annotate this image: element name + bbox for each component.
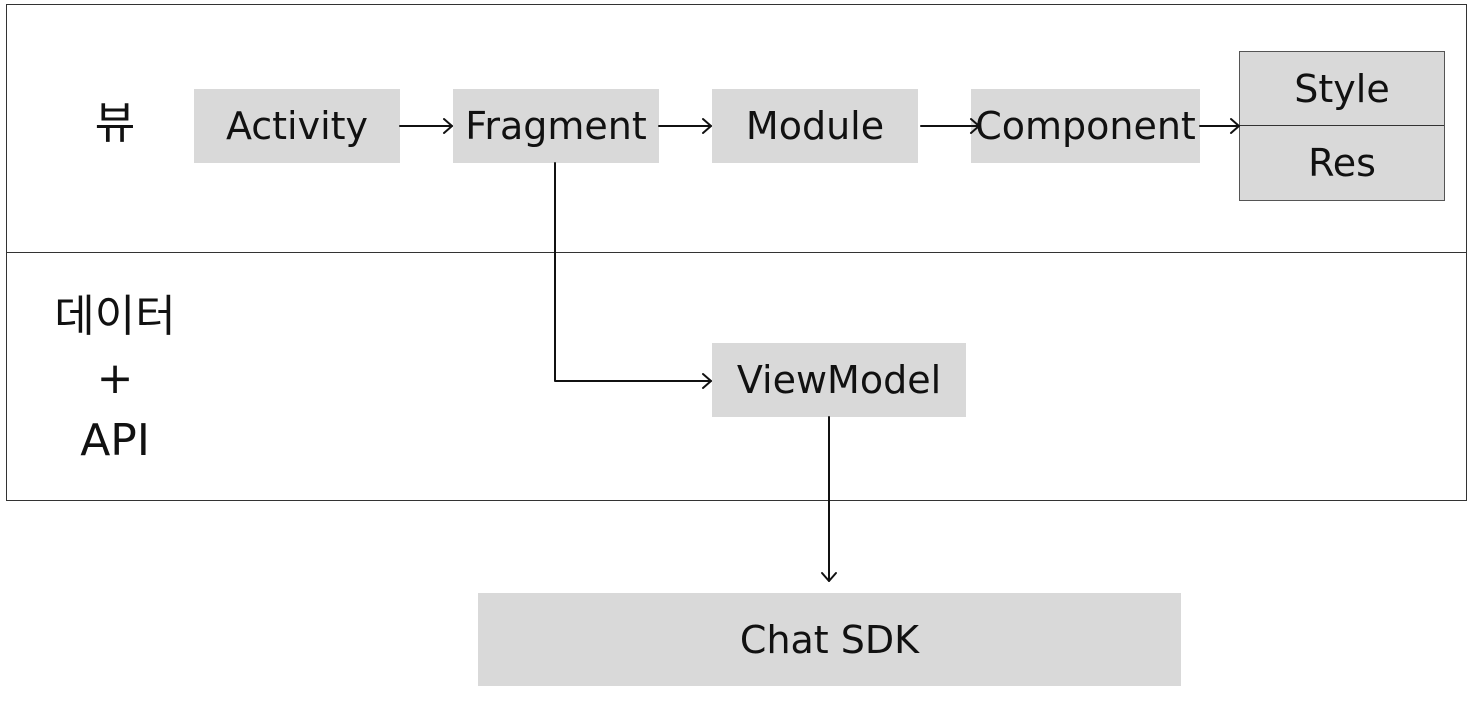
viewmodel-node-label: ViewModel (736, 358, 942, 402)
view-layer-label: 뷰 (94, 98, 136, 149)
fragment-node-label: Fragment (465, 104, 647, 148)
activity-node: Activity (194, 89, 400, 163)
component-node-label: Component (975, 104, 1196, 148)
chat-sdk-node-label: Chat SDK (739, 617, 920, 662)
style-node-label: Style (1294, 67, 1390, 111)
res-node-label: Res (1308, 141, 1376, 185)
style-res-node: Style Res (1239, 51, 1445, 201)
chat-sdk-node: Chat SDK (478, 593, 1181, 686)
activity-node-label: Activity (225, 104, 369, 148)
module-node-label: Module (745, 104, 885, 148)
data-layer-label: 데이터 + API (54, 291, 176, 466)
module-node: Module (712, 89, 918, 163)
fragment-node: Fragment (453, 89, 659, 163)
style-res-divider (1240, 125, 1444, 126)
component-node: Component (971, 89, 1200, 163)
viewmodel-node: ViewModel (712, 343, 966, 417)
